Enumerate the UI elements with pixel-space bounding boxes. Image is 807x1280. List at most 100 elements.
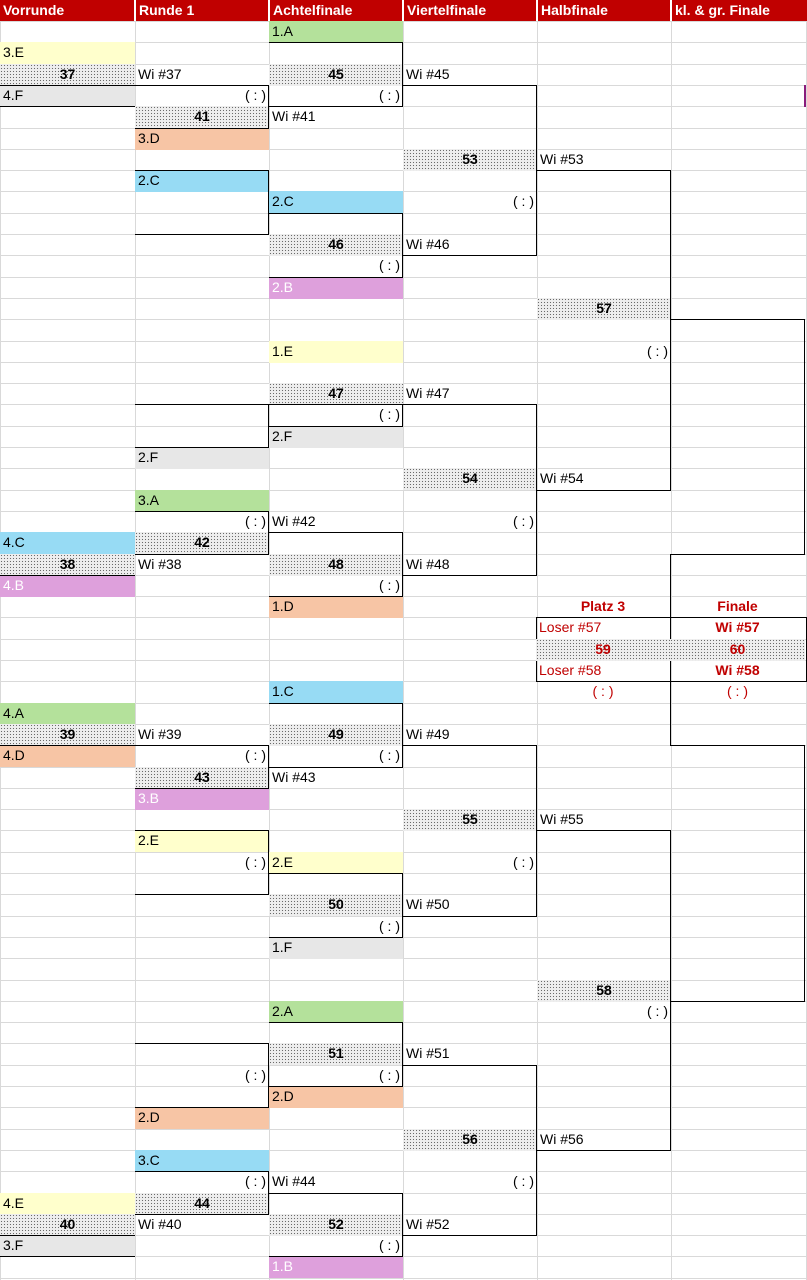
winner-ref-37[interactable]: Wi #37 bbox=[138, 66, 182, 82]
winner-ref-38[interactable]: Wi #38 bbox=[138, 556, 182, 572]
match-number-59[interactable]: 59 bbox=[536, 639, 670, 661]
column-header-4[interactable]: Viertelfinale bbox=[403, 0, 536, 21]
team-cell-t01[interactable]: 3.E bbox=[0, 42, 135, 64]
winner-ref-54[interactable]: Wi #54 bbox=[540, 470, 584, 486]
team-cell-t05[interactable]: 4.A bbox=[0, 703, 135, 725]
team-cell-t20[interactable]: 1.E bbox=[269, 341, 403, 363]
score-cell[interactable]: ( : ) bbox=[513, 513, 534, 529]
third-place-score[interactable]: ( : ) bbox=[592, 683, 614, 699]
winner-ref-39[interactable]: Wi #39 bbox=[138, 726, 182, 742]
team-cell-t14[interactable]: 2.E bbox=[135, 830, 269, 852]
team-cell-t12[interactable]: 3.A bbox=[135, 490, 269, 512]
match-number-46[interactable]: 46 bbox=[269, 234, 403, 256]
score-cell[interactable]: ( : ) bbox=[647, 1003, 668, 1019]
match-number-39[interactable]: 39 bbox=[0, 724, 135, 746]
score-cell[interactable]: ( : ) bbox=[379, 918, 400, 934]
winner-ref-45[interactable]: Wi #45 bbox=[406, 66, 450, 82]
winner-ref-47[interactable]: Wi #47 bbox=[406, 385, 450, 401]
team-cell-t21[interactable]: 2.F bbox=[269, 426, 403, 448]
team-cell-t18[interactable]: 2.C bbox=[269, 191, 403, 213]
team-cell-t09[interactable]: 3.D bbox=[135, 128, 269, 150]
match-number-40[interactable]: 40 bbox=[0, 1214, 135, 1236]
score-cell[interactable]: ( : ) bbox=[245, 1173, 266, 1189]
match-number-49[interactable]: 49 bbox=[269, 724, 403, 746]
team-cell-t04[interactable]: 4.B bbox=[0, 575, 135, 597]
score-cell[interactable]: ( : ) bbox=[379, 257, 400, 273]
column-header-5[interactable]: Halbfinale bbox=[537, 0, 670, 21]
team-cell-t22[interactable]: 1.D bbox=[269, 596, 403, 618]
match-number-57[interactable]: 57 bbox=[537, 298, 671, 320]
score-cell[interactable]: ( : ) bbox=[379, 1067, 400, 1083]
team-cell-t27[interactable]: 2.D bbox=[269, 1086, 403, 1108]
winner-ref-48[interactable]: Wi #48 bbox=[406, 556, 450, 572]
score-cell[interactable]: ( : ) bbox=[379, 87, 400, 103]
score-cell[interactable]: ( : ) bbox=[379, 577, 400, 593]
team-cell-t19[interactable]: 2.B bbox=[269, 277, 403, 299]
score-cell[interactable]: ( : ) bbox=[647, 343, 668, 359]
winner-ref-46[interactable]: Wi #46 bbox=[406, 236, 450, 252]
score-cell[interactable]: ( : ) bbox=[379, 747, 400, 763]
winner-ref-53[interactable]: Wi #53 bbox=[540, 151, 584, 167]
team-cell-t16[interactable]: 3.C bbox=[135, 1150, 269, 1172]
score-cell[interactable]: ( : ) bbox=[245, 747, 266, 763]
team-cell-t10[interactable]: 2.C bbox=[135, 170, 269, 192]
team-cell-t25[interactable]: 1.F bbox=[269, 937, 403, 959]
winner-ref-44[interactable]: Wi #44 bbox=[272, 1173, 316, 1189]
match-number-55[interactable]: 55 bbox=[403, 809, 537, 831]
team-cell-t24[interactable]: 2.E bbox=[269, 852, 403, 874]
team-cell-t28[interactable]: 1.B bbox=[269, 1256, 403, 1278]
team-cell-t17[interactable]: 1.A bbox=[269, 21, 403, 43]
match-number-56[interactable]: 56 bbox=[403, 1129, 537, 1151]
team-cell-t07[interactable]: 4.E bbox=[0, 1193, 135, 1215]
winner-ref-50[interactable]: Wi #50 bbox=[406, 896, 450, 912]
column-header-2[interactable]: Runde 1 bbox=[135, 0, 268, 21]
score-cell[interactable]: ( : ) bbox=[513, 193, 534, 209]
match-number-41[interactable]: 41 bbox=[135, 106, 269, 128]
match-number-50[interactable]: 50 bbox=[269, 894, 403, 916]
team-cell-t13[interactable]: 3.B bbox=[135, 788, 269, 810]
match-number-51[interactable]: 51 bbox=[269, 1043, 403, 1065]
match-number-43[interactable]: 43 bbox=[135, 767, 269, 789]
column-header-1[interactable]: Vorrunde bbox=[0, 0, 134, 21]
final-bottom-team[interactable]: Wi #58 bbox=[715, 662, 760, 678]
score-cell[interactable]: ( : ) bbox=[379, 406, 400, 422]
winner-ref-55[interactable]: Wi #55 bbox=[540, 811, 584, 827]
match-number-44[interactable]: 44 bbox=[135, 1193, 269, 1215]
final-top-team[interactable]: Wi #57 bbox=[715, 619, 760, 635]
column-header-3[interactable]: Achtelfinale bbox=[269, 0, 402, 21]
third-place-top-team[interactable]: Loser #57 bbox=[539, 619, 602, 635]
match-number-58[interactable]: 58 bbox=[537, 980, 671, 1002]
third-place-bottom-team[interactable]: Loser #58 bbox=[539, 662, 602, 678]
score-cell[interactable]: ( : ) bbox=[245, 854, 266, 870]
match-number-60[interactable]: 60 bbox=[670, 639, 805, 661]
team-cell-t02[interactable]: 4.F bbox=[0, 85, 135, 107]
winner-ref-52[interactable]: Wi #52 bbox=[406, 1216, 450, 1232]
team-cell-t06[interactable]: 4.D bbox=[0, 745, 135, 767]
match-number-42[interactable]: 42 bbox=[135, 532, 269, 554]
winner-ref-41[interactable]: Wi #41 bbox=[272, 108, 316, 124]
match-number-54[interactable]: 54 bbox=[403, 468, 537, 490]
team-cell-t08[interactable]: 3.F bbox=[0, 1235, 135, 1257]
score-cell[interactable]: ( : ) bbox=[245, 1067, 266, 1083]
column-header-6[interactable]: kl. & gr. Finale bbox=[671, 0, 807, 21]
team-cell-t15[interactable]: 2.D bbox=[135, 1107, 269, 1129]
team-cell-t23[interactable]: 1.C bbox=[269, 681, 403, 703]
winner-ref-42[interactable]: Wi #42 bbox=[272, 513, 316, 529]
winner-ref-40[interactable]: Wi #40 bbox=[138, 1216, 182, 1232]
score-cell[interactable]: ( : ) bbox=[513, 854, 534, 870]
match-number-47[interactable]: 47 bbox=[269, 383, 403, 405]
match-number-48[interactable]: 48 bbox=[269, 554, 403, 576]
score-cell[interactable]: ( : ) bbox=[379, 1237, 400, 1253]
score-cell[interactable]: ( : ) bbox=[245, 513, 266, 529]
winner-ref-56[interactable]: Wi #56 bbox=[540, 1131, 584, 1147]
winner-ref-51[interactable]: Wi #51 bbox=[406, 1045, 450, 1061]
team-cell-t11[interactable]: 2.F bbox=[135, 447, 269, 469]
team-cell-t03[interactable]: 4.C bbox=[0, 532, 135, 554]
winner-ref-49[interactable]: Wi #49 bbox=[406, 726, 450, 742]
score-cell[interactable]: ( : ) bbox=[513, 1173, 534, 1189]
match-number-53[interactable]: 53 bbox=[403, 149, 537, 171]
match-number-45[interactable]: 45 bbox=[269, 64, 403, 86]
final-score[interactable]: ( : ) bbox=[727, 683, 748, 699]
match-number-38[interactable]: 38 bbox=[0, 554, 135, 576]
score-cell[interactable]: ( : ) bbox=[245, 87, 266, 103]
